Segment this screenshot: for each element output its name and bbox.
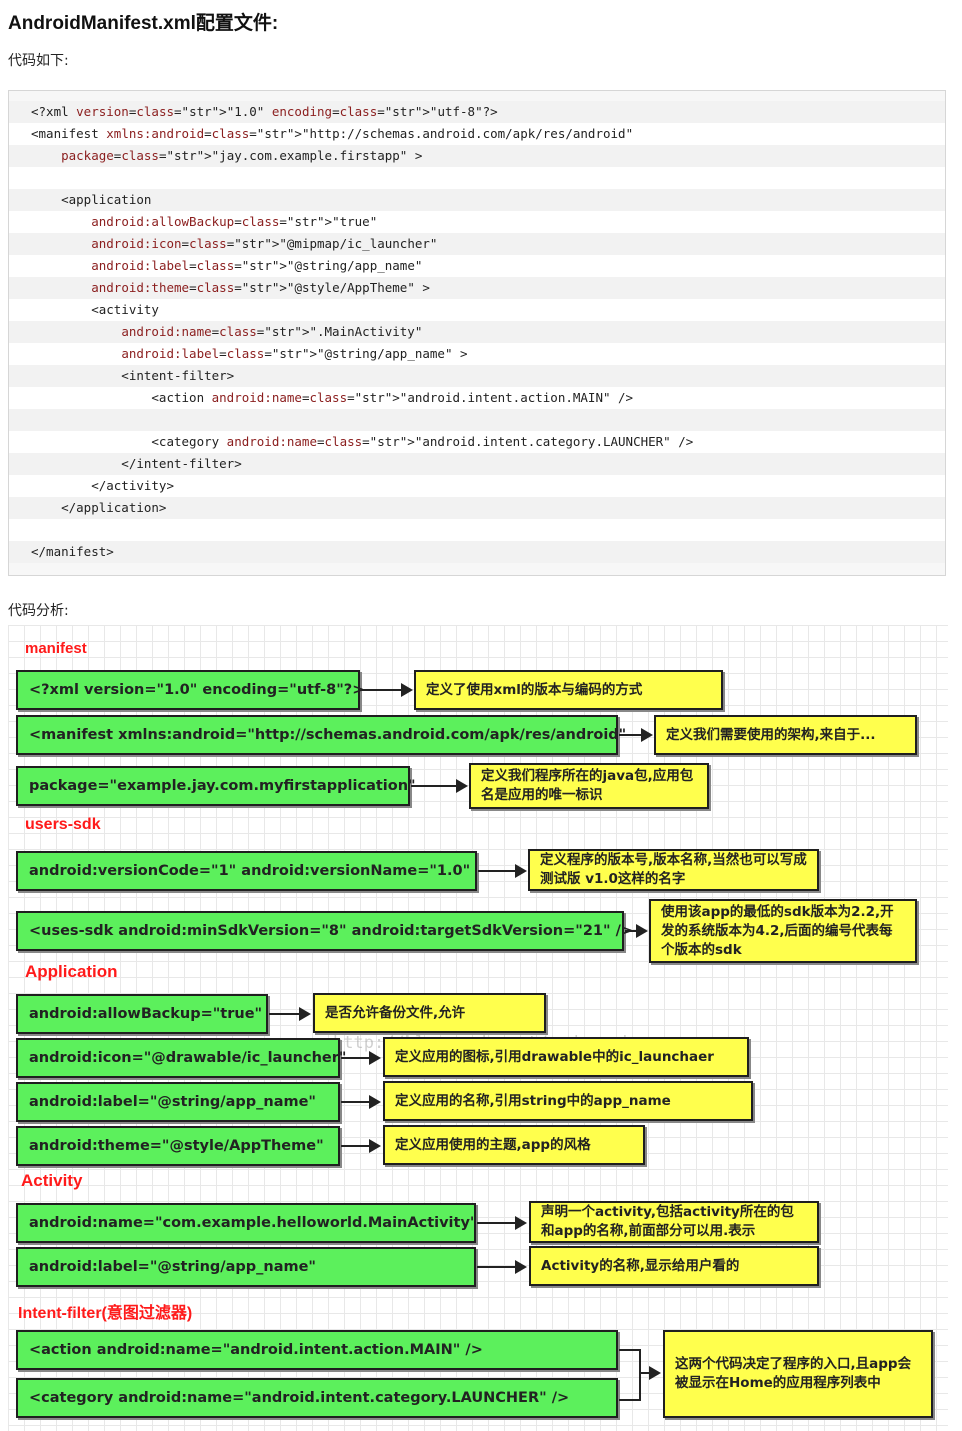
analysis-label: 代码分析: [8, 603, 69, 619]
desc-box-allow-backup: 是否允许备份文件,允许 [313, 993, 546, 1033]
code-box-category-launcher: <category android:name="android.intent.c… [16, 1378, 618, 1418]
arrow [411, 779, 468, 793]
code-line: <?xml version=class="str">"1.0" encoding… [9, 101, 945, 123]
code-box-allow-backup: android:allowBackup="true" [16, 994, 268, 1034]
code-line: </intent-filter> [9, 453, 945, 475]
arrow [625, 924, 648, 938]
desc-box-uses-sdk: 使用该app的最低的sdk版本为2.2,开发的系统版本为4.2,后面的编号代表每… [649, 899, 917, 963]
code-box-action-main: <action android:name="android.intent.act… [16, 1330, 618, 1370]
arrow [341, 1095, 381, 1109]
code-box-activity-name: android:name="com.example.helloworld.Mai… [16, 1203, 477, 1243]
code-line: <application [9, 189, 945, 211]
code-label: 代码如下: [8, 53, 69, 69]
desc-box-intent-filter: 这两个代码决定了程序的入口,且app会被显示在Home的应用程序列表中 [663, 1330, 933, 1418]
arrow [341, 1051, 381, 1065]
desc-box-activity-name: 声明一个activity,包括activity所在的包和app的名称,前面部分可… [529, 1201, 819, 1243]
code-line: android:icon=class="str">"@mipmap/ic_lau… [9, 233, 945, 255]
code-line: android:name=class="str">".MainActivity" [9, 321, 945, 343]
code-line: </activity> [9, 475, 945, 497]
code-box-version: android:versionCode="1" android:versionN… [16, 851, 477, 891]
code-line: </application> [9, 497, 945, 519]
code-block: <?xml version=class="str">"1.0" encoding… [8, 90, 946, 576]
code-box-label: android:label="@string/app_name" [16, 1082, 340, 1122]
arrow [477, 1216, 527, 1230]
section-intent-filter: Intent-filter(意图过滤器) [18, 1305, 193, 1322]
code-box-manifest: <manifest xmlns:android="http://schemas.… [16, 715, 626, 755]
code-line: <intent-filter> [9, 365, 945, 387]
code-line: </manifest> [9, 541, 945, 563]
analysis-diagram: manifest users-sdk Application Activity … [8, 625, 948, 1431]
desc-box-xml: 定义了使用xml的版本与编码的方式 [414, 670, 723, 710]
desc-box-label: 定义应用的名称,引用string中的app_name [383, 1081, 753, 1121]
code-box-xml: <?xml version="1.0" encoding="utf-8"?> [16, 670, 364, 710]
code-line: android:label=class="str">"@string/app_n… [9, 255, 945, 277]
desc-box-activity-label: Activity的名称,显示给用户看的 [529, 1246, 819, 1286]
section-users-sdk: users-sdk [25, 816, 101, 833]
code-box-uses-sdk: <uses-sdk android:minSdkVersion="8" andr… [16, 911, 633, 951]
desc-box-theme: 定义应用使用的主题,app的风格 [383, 1125, 645, 1165]
code-box-activity-label: android:label="@string/app_name" [16, 1247, 476, 1287]
arrow [269, 1007, 311, 1021]
desc-box-package: 定义我们程序所在的java包,应用包名是应用的唯一标识 [469, 763, 709, 809]
desc-box-icon: 定义应用的图标,引用drawable中的ic_launchaer [383, 1037, 749, 1077]
arrow [478, 864, 527, 878]
code-box-icon: android:icon="@drawable/ic_launcher" [16, 1038, 346, 1078]
section-application: Application [25, 962, 118, 981]
code-box-theme: android:theme="@style/AppTheme" [16, 1126, 340, 1166]
code-line: <activity [9, 299, 945, 321]
code-line: android:label=class="str">"@string/app_n… [9, 343, 945, 365]
code-line: android:theme=class="str">"@style/AppThe… [9, 277, 945, 299]
code-box-package: package="example.jay.com.myfirstapplicat… [16, 766, 416, 806]
code-line: <manifest xmlns:android=class="str">"htt… [9, 123, 945, 145]
page-title: AndroidManifest.xml配置文件: [8, 13, 279, 34]
code-line: android:allowBackup=class="str">"true" [9, 211, 945, 233]
bracket-connector [619, 1349, 641, 1401]
section-activity: Activity [21, 1171, 83, 1190]
desc-box-manifest: 定义我们需要使用的架构,来自于... [654, 715, 917, 755]
code-line [9, 409, 945, 431]
desc-box-version: 定义程序的版本号,版本名称,当然也可以写成测试版 v1.0这样的名字 [528, 849, 819, 891]
arrow [341, 1139, 381, 1153]
code-line: <action android:name=class="str">"androi… [9, 387, 945, 409]
arrow [641, 1366, 661, 1380]
code-line [9, 519, 945, 541]
code-line: package=class="str">"jay.com.example.fir… [9, 145, 945, 167]
code-line: <category android:name=class="str">"andr… [9, 431, 945, 453]
arrow [361, 683, 413, 697]
code-line [9, 167, 945, 189]
arrow [619, 728, 653, 742]
section-manifest: manifest [25, 640, 87, 657]
arrow [477, 1260, 527, 1274]
